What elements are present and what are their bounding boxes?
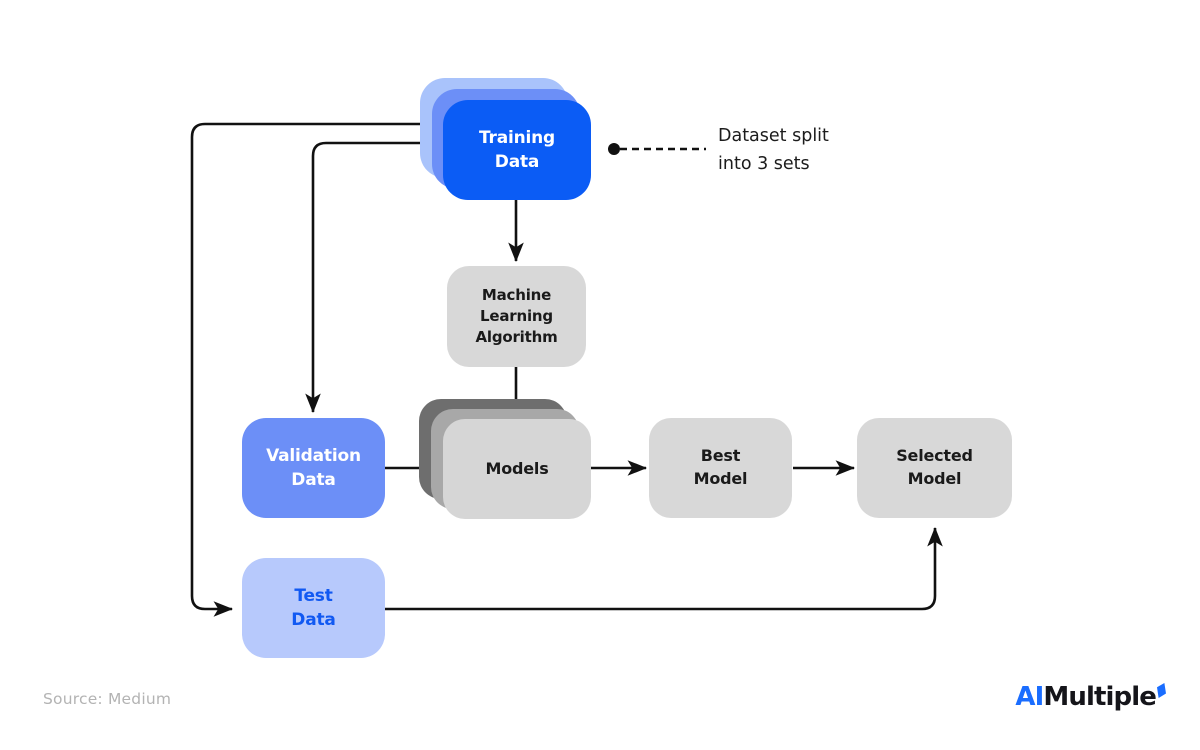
- annotation-line1: Dataset split: [718, 126, 829, 146]
- annotation-dot: [608, 143, 620, 155]
- logo-text-multiple: Multiple: [1043, 682, 1156, 712]
- node-models[interactable]: [419, 399, 591, 519]
- best-model-box[interactable]: [649, 418, 792, 518]
- node-training-data[interactable]: [420, 78, 591, 200]
- training-data-box: [443, 100, 591, 200]
- models-box: [443, 419, 591, 519]
- source-credit: Source: Medium: [43, 690, 172, 708]
- machine-learning-algorithm-box[interactable]: [447, 266, 586, 367]
- edge-training-to-test: [190, 122, 428, 617]
- test-data-box[interactable]: [242, 558, 385, 658]
- annotation-text: Dataset split into 3 sets: [718, 122, 898, 178]
- logo-text-ai: AI: [1015, 682, 1044, 712]
- aimultiple-logo[interactable]: AI Multiple: [1015, 682, 1166, 712]
- annotation-leader: [608, 143, 706, 155]
- edge-test-to-selectedmodel: [384, 526, 943, 611]
- validation-data-box[interactable]: [242, 418, 385, 518]
- logo-spark-icon: [1157, 683, 1166, 698]
- selected-model-box[interactable]: [857, 418, 1012, 518]
- annotation-line2: into 3 sets: [718, 154, 810, 174]
- connector-group: [190, 122, 943, 617]
- edge-training-to-validation: [305, 141, 440, 414]
